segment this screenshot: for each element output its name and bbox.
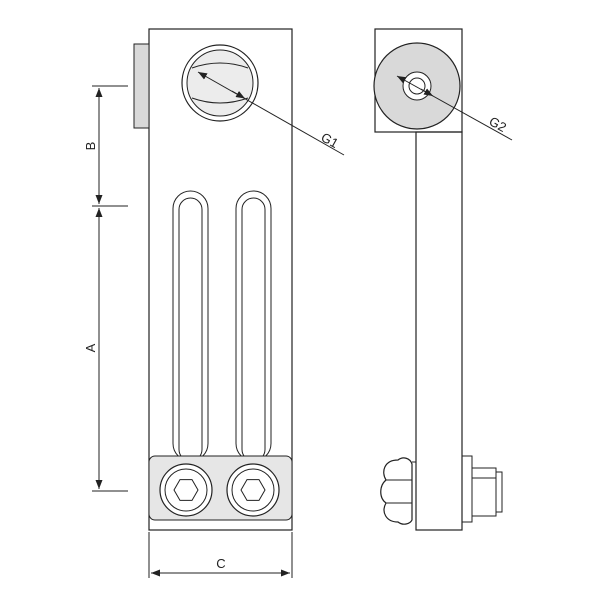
side-bar [415, 131, 463, 531]
bolt-left-inner [164, 468, 208, 512]
g1-leader-line [197, 71, 345, 156]
bolt-right [226, 463, 280, 517]
bolt-right-outer [226, 463, 280, 517]
lens-outer-ring [181, 44, 259, 122]
side-tab [133, 43, 150, 129]
g2-leader-line [396, 75, 513, 141]
g1-arrow-line [231, 90, 246, 99]
sight-tube-right-inner [241, 197, 266, 462]
side-bolt-head [380, 457, 413, 525]
bolt-left [159, 463, 213, 517]
dimension-a-label: A [83, 343, 98, 352]
side-fitting-flange [461, 455, 473, 523]
dimension-c-label: C [216, 556, 225, 571]
dimension-lines: B A C G1 [83, 71, 345, 578]
side-fitting-thread [495, 471, 503, 513]
sight-tube-right [235, 190, 272, 462]
hex-socket-icon [240, 479, 266, 501]
dimension-b-label: B [83, 142, 98, 151]
lens-highlight-bottom [191, 97, 249, 104]
hex-socket-icon [173, 479, 199, 501]
sight-tube-left [172, 190, 209, 462]
g2-arrow-line [420, 88, 434, 97]
side-lens-nut-inner [408, 77, 426, 95]
bolt-left-outer [159, 463, 213, 517]
g2-label: G2 [487, 114, 509, 136]
lens-inner-ring [186, 49, 254, 117]
top-lens [181, 44, 259, 122]
g1-label: G1 [319, 130, 341, 152]
side-lens-nut-outer [402, 71, 432, 101]
front-view [133, 28, 293, 531]
sight-tube-left-inner [178, 197, 203, 462]
side-view: G2 [373, 28, 513, 531]
lens-highlight-top [191, 62, 249, 69]
front-body [148, 28, 293, 531]
side-fitting-body [471, 467, 497, 517]
bolt-right-inner [231, 468, 275, 512]
